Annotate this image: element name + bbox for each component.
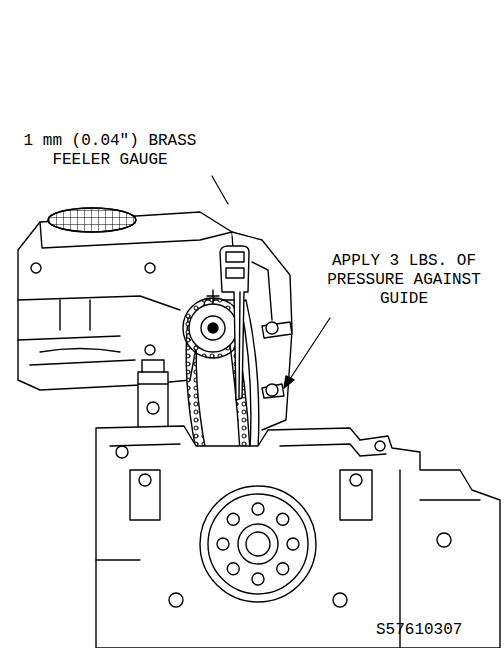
chain-guide [240, 300, 292, 450]
leader-line [212, 176, 330, 388]
bolt-hole [252, 503, 264, 515]
figure-number: S57610307 [376, 621, 496, 640]
bolt-hole [287, 538, 299, 550]
bolt-hole [227, 563, 239, 575]
note-label: APPLY 3 LBS. OF PRESSURE AGAINST GUIDE [318, 252, 490, 309]
feeler-gauge [220, 246, 249, 400]
bolt-hole [227, 513, 239, 525]
part-label: 1 mm (0.04") BRASS FEELER GAUGE [8, 132, 212, 170]
bolt-hole [217, 538, 229, 550]
bolt-hole [277, 513, 289, 525]
crankshaft-flange [200, 486, 316, 602]
bolt-hole [277, 563, 289, 575]
cam-sprocket [189, 290, 237, 352]
bolt-hole [252, 573, 264, 585]
front-cover [96, 426, 500, 648]
